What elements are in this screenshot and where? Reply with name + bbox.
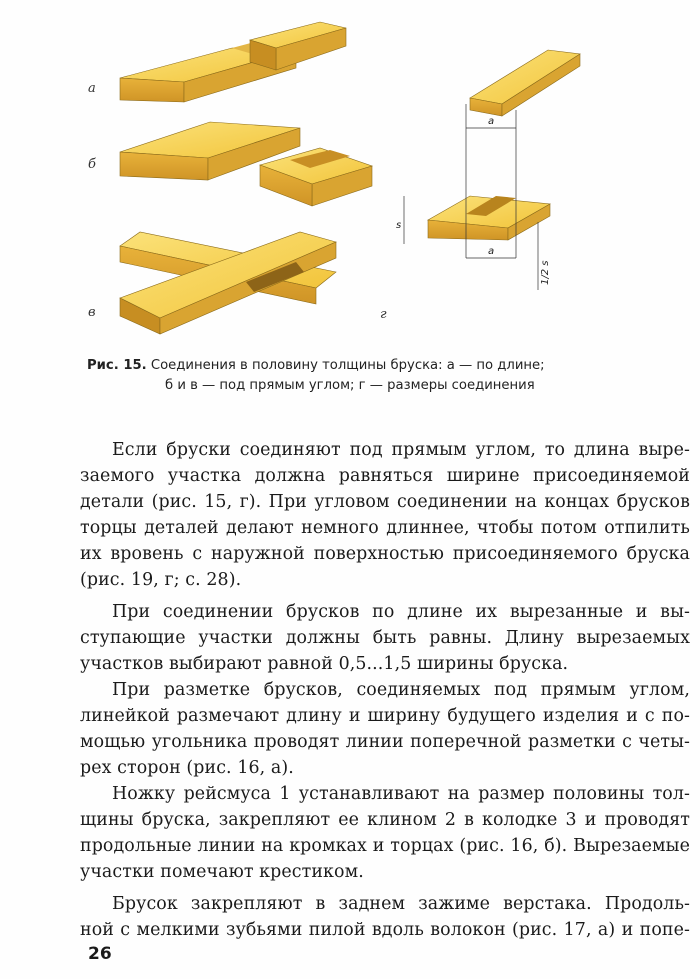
text-line: При соединении брусков по длине их вырез…: [112, 602, 690, 622]
figure-caption: Рис. 15. Соединения в половину толщины б…: [87, 356, 687, 396]
text-line: участки помечают крестиком.: [80, 862, 364, 882]
dim-a-bottom: a: [488, 246, 494, 257]
text-line: детали (рис. 15, г). При угловом соедине…: [80, 492, 690, 512]
page-number: 26: [88, 944, 112, 964]
paragraph-2: При соединении брусков по длине их вырез…: [80, 599, 690, 677]
label-b: б: [88, 157, 96, 172]
label-a: а: [88, 81, 96, 96]
label-g: г: [380, 307, 387, 322]
text-line: участков выбирают равной 0,5...1,5 ширин…: [80, 654, 569, 674]
caption-fig-ref: Рис. 15.: [87, 358, 147, 373]
text-line: При разметке брусков, соединяемых под пр…: [112, 680, 690, 700]
dim-half-s: 1/2 s: [540, 261, 551, 285]
paragraph-4: Ножку рейсмуса 1 устанавливают на размер…: [80, 781, 690, 885]
text-line: их вровень с наружной поверхностью присо…: [80, 544, 690, 564]
text-line: мощью угольника проводят линии поперечно…: [80, 732, 690, 752]
paragraph-1: Если бруски соединяют под прямым углом, …: [80, 437, 690, 593]
text-line: Брусок закрепляют в заднем зажиме верста…: [112, 894, 690, 914]
joint-g-illustration: [403, 49, 581, 290]
caption-line1-text: Соединения в половину толщины бруска: а …: [146, 358, 545, 373]
joint-b-illustration: [119, 121, 373, 207]
text-line: (рис. 19, г; с. 28).: [80, 570, 242, 590]
dim-s: s: [396, 220, 401, 231]
label-v: в: [88, 305, 96, 320]
dim-a-top: a: [488, 116, 494, 127]
text-line: заемого участка должна равняться ширине …: [80, 466, 690, 486]
figure-15: а б в a a s 1/2 s г: [88, 21, 581, 335]
body-text: Если бруски соединяют под прямым углом, …: [80, 437, 690, 943]
caption-line-1: Рис. 15. Соединения в половину толщины б…: [87, 356, 687, 376]
text-line: рех сторон (рис. 16, а).: [80, 758, 294, 778]
joint-v-illustration: [119, 231, 337, 335]
text-line: Если бруски соединяют под прямым углом, …: [112, 440, 690, 460]
paragraph-5: Брусок закрепляют в заднем зажиме верста…: [80, 891, 690, 943]
joint-a-illustration: [119, 21, 347, 103]
caption-line-2: б и в — под прямым углом; г — размеры со…: [165, 378, 535, 393]
paragraph-3: При разметке брусков, соединяемых под пр…: [80, 677, 690, 781]
text-line: торцы деталей делают немного длиннее, чт…: [80, 518, 690, 538]
text-line: ной с мелкими зубьями пилой вдоль волоко…: [80, 920, 690, 940]
text-line: ступающие участки должны быть равны. Дли…: [80, 628, 690, 648]
text-line: Ножку рейсмуса 1 устанавливают на размер…: [112, 784, 690, 804]
text-line: линейкой размечают длину и ширину будуще…: [80, 706, 690, 726]
text-line: щины бруска, закрепляют ее клином 2 в ко…: [80, 810, 690, 830]
text-line: продольные линии на кромках и торцах (ри…: [80, 836, 690, 856]
